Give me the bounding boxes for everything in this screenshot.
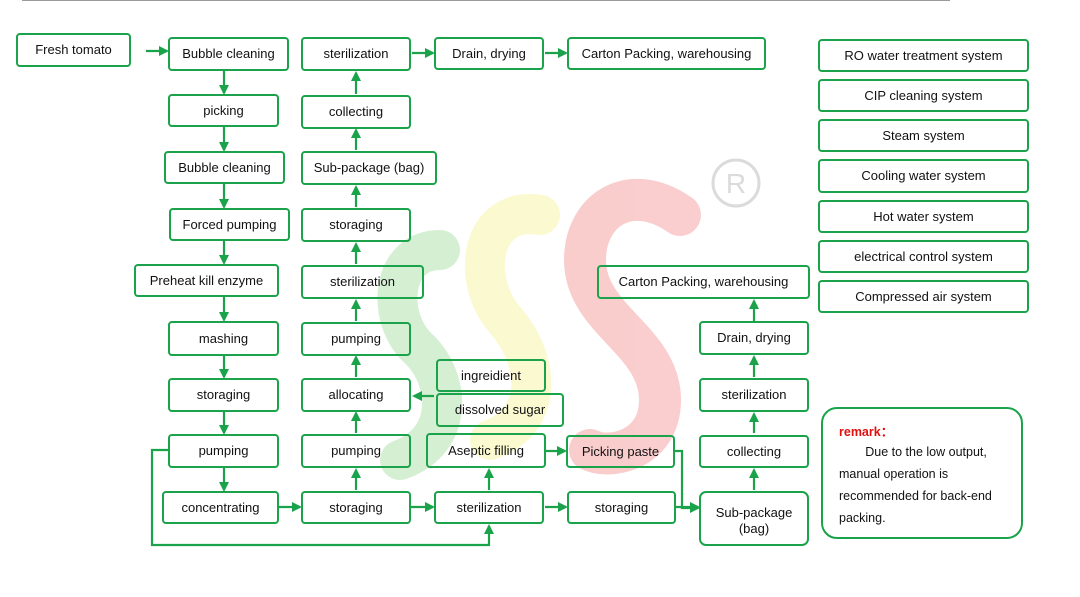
step-storaging-4: storaging — [567, 491, 676, 524]
system-cip-cleaning: CIP cleaning system — [818, 79, 1029, 112]
step-storaging-1: storaging — [168, 378, 279, 412]
step-forced-pumping: Forced pumping — [169, 208, 290, 241]
system-cooling-water: Cooling water system — [818, 159, 1029, 193]
step-sterilization-4: sterilization — [699, 378, 809, 412]
system-hot-water: Hot water system — [818, 200, 1029, 233]
step-carton-packing-1: Carton Packing, warehousing — [567, 37, 766, 70]
remark-text: Due to the low output, manual operation … — [839, 445, 992, 525]
step-picking-paste: Picking paste — [566, 435, 675, 468]
step-pumping-1: pumping — [168, 434, 279, 468]
step-collecting-2: collecting — [699, 435, 809, 468]
system-steam: Steam system — [818, 119, 1029, 152]
arrow-picking-paste-to-subpackage — [675, 449, 700, 513]
step-sterilization-3: sterilization — [434, 491, 544, 524]
step-storaging-2: storaging — [301, 491, 411, 524]
step-carton-packing-2: Carton Packing, warehousing — [597, 265, 810, 299]
step-storaging-3: storaging — [301, 208, 411, 242]
svg-text:R: R — [726, 168, 746, 199]
remark-box: remark： Due to the low output, manual op… — [821, 407, 1023, 539]
registered-mark-icon: R — [711, 158, 761, 208]
step-collecting-1: collecting — [301, 95, 411, 129]
step-bubble-cleaning: Bubble cleaning — [168, 37, 289, 71]
step-drain-drying-2: Drain, drying — [699, 321, 809, 355]
remark-title: remark： — [839, 425, 894, 439]
step-ingredient: ingreidient — [436, 359, 546, 392]
step-bubble-cleaning-2: Bubble cleaning — [164, 151, 285, 184]
top-divider — [22, 0, 950, 1]
step-concentrating: concentrating — [162, 491, 279, 524]
step-sterilization-1: sterilization — [301, 265, 424, 299]
step-drain-drying-1: Drain, drying — [434, 37, 544, 70]
step-mashing: mashing — [168, 321, 279, 356]
step-pumping-3: pumping — [301, 322, 411, 356]
step-preheat-kill-enzyme: Preheat kill enzyme — [134, 264, 279, 297]
system-compressed-air: Compressed air system — [818, 280, 1029, 313]
step-dissolved-sugar: dissolved sugar — [436, 393, 564, 427]
step-pumping-2: pumping — [301, 434, 411, 468]
watermark-red-stroke — [563, 178, 701, 475]
system-electrical-control: electrical control system — [818, 240, 1029, 273]
step-fresh-tomato: Fresh tomato — [16, 33, 131, 67]
step-sub-package-2: Sub-package (bag) — [699, 491, 809, 546]
step-sub-package-1: Sub-package (bag) — [301, 151, 437, 185]
step-sterilization-2: sterilization — [301, 37, 411, 71]
step-aseptic-filling: Aseptic filling — [426, 433, 546, 468]
system-ro-water: RO water treatment system — [818, 39, 1029, 72]
step-picking: picking — [168, 94, 279, 127]
step-allocating: allocating — [301, 378, 411, 412]
